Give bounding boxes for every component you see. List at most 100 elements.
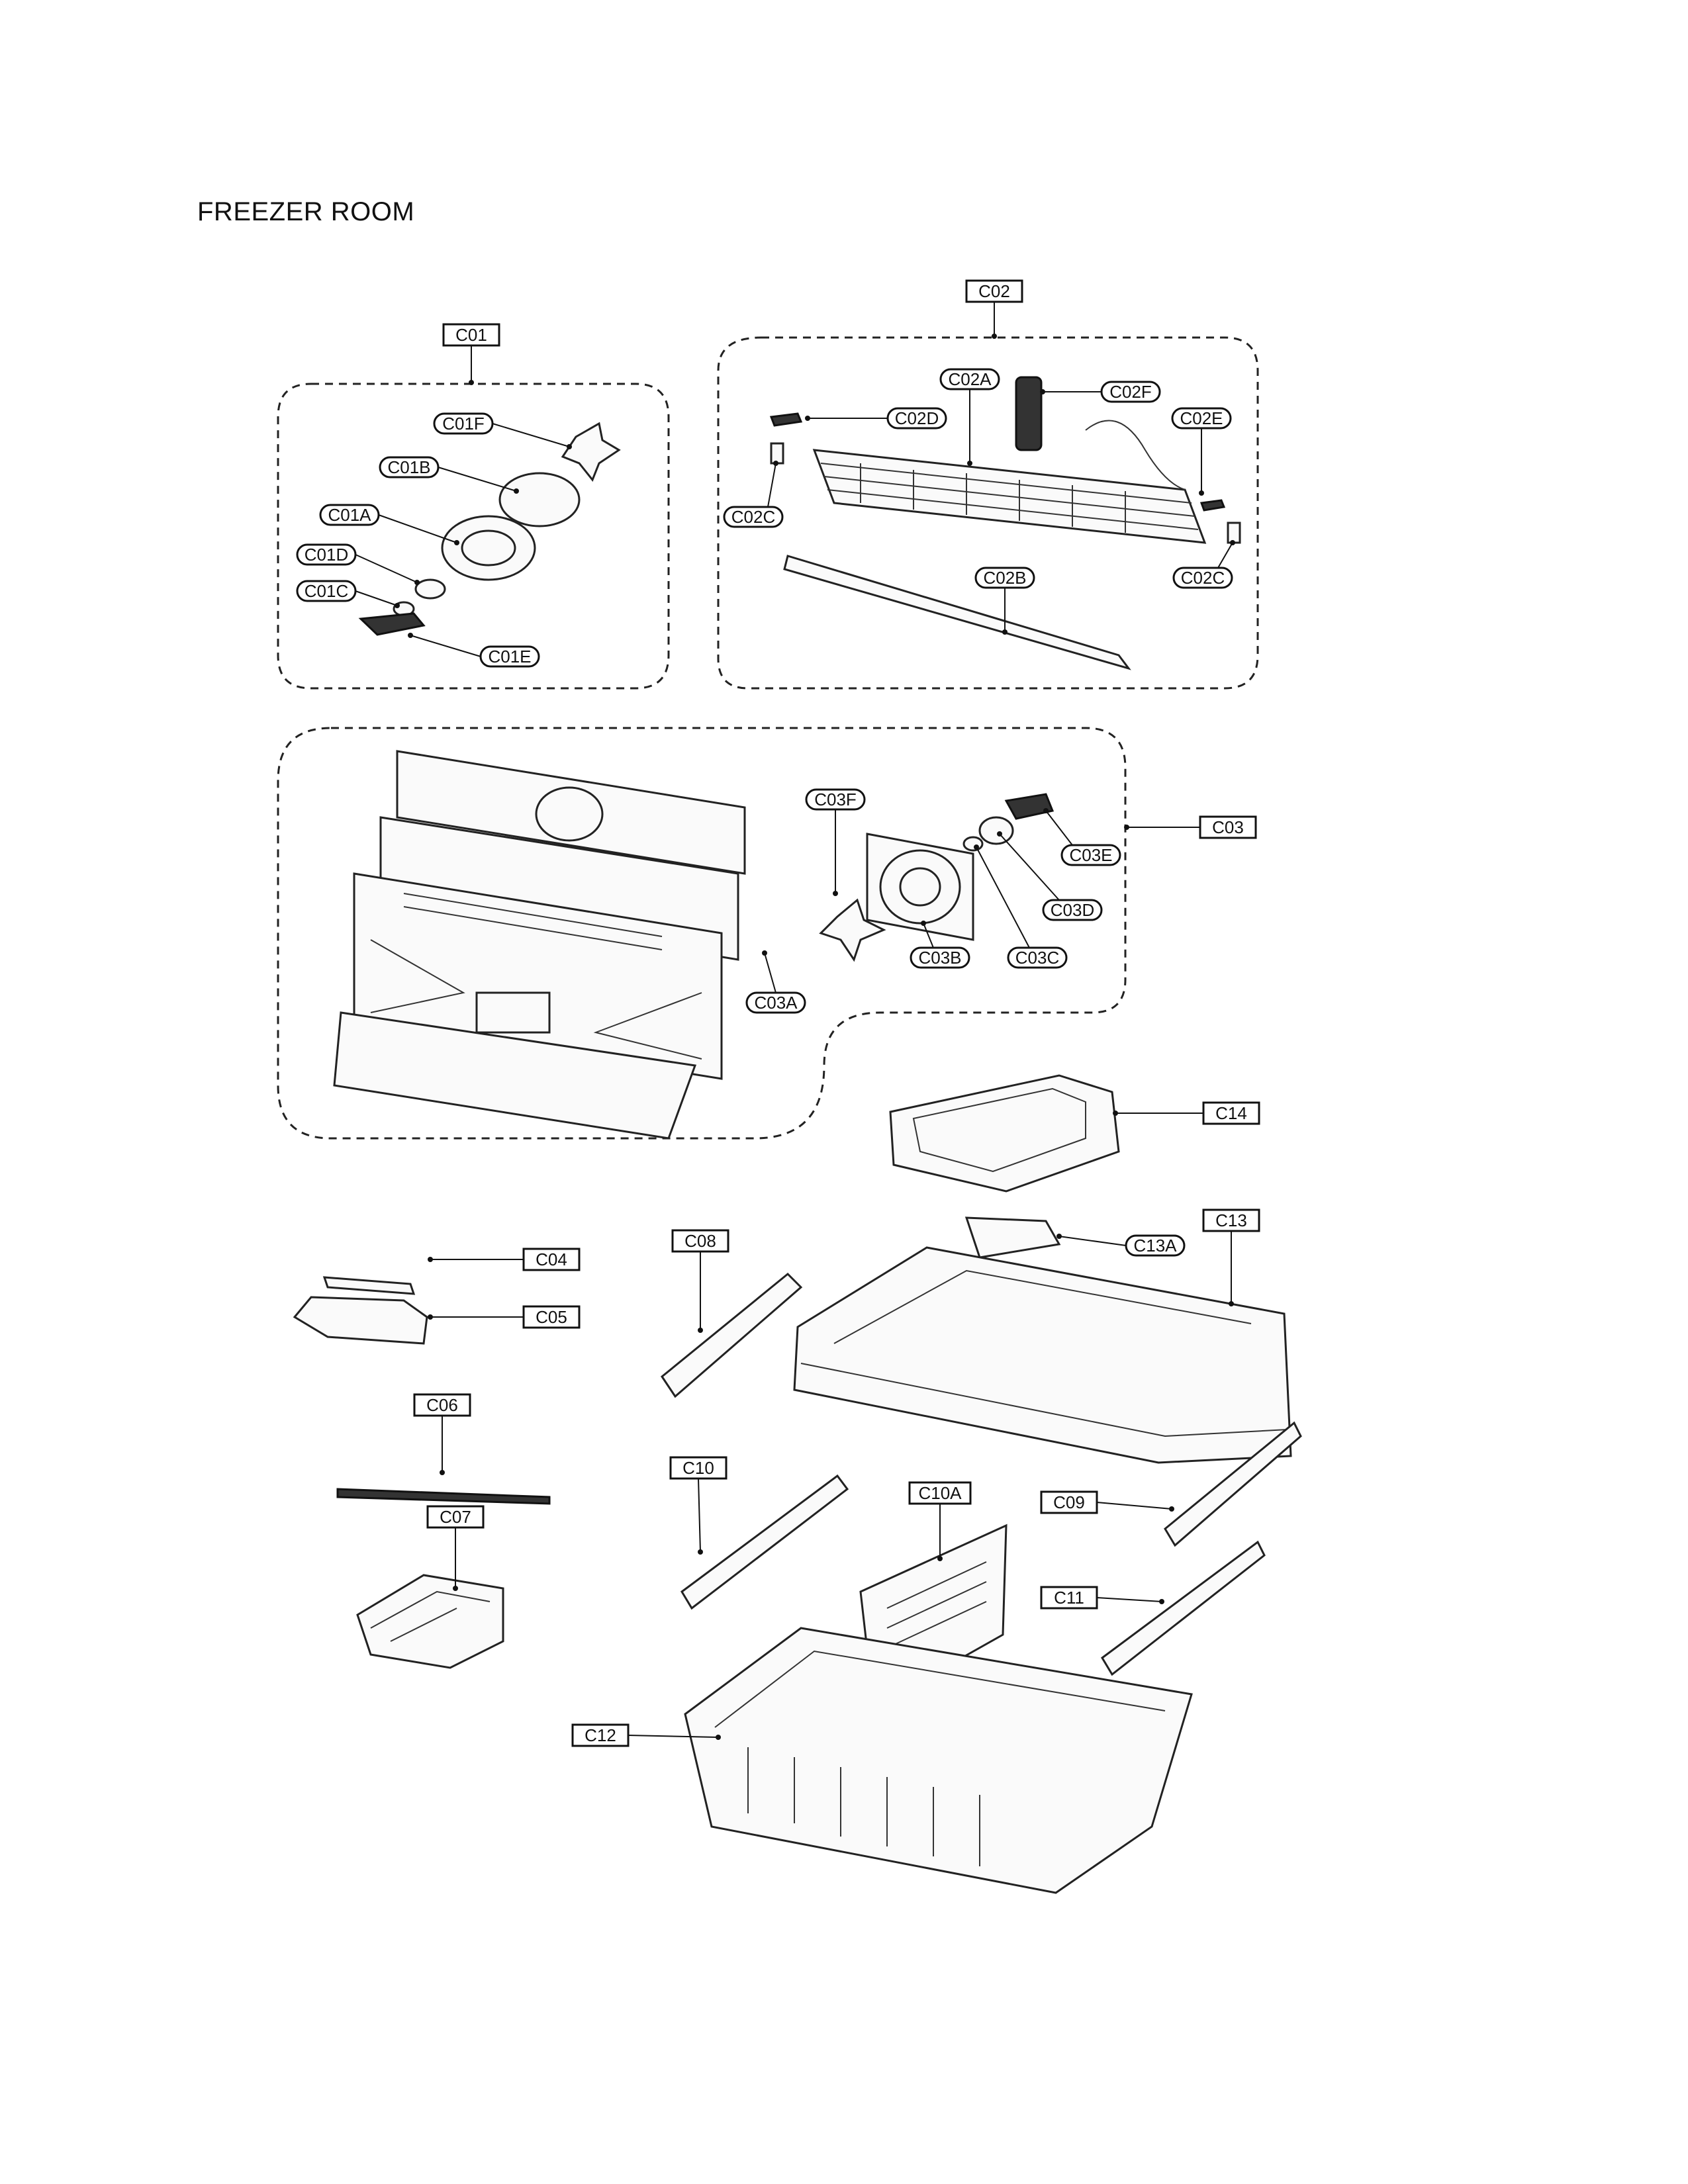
label-frame-c03d bbox=[1042, 899, 1103, 921]
leader-dot-c03d bbox=[997, 831, 1002, 837]
leader-dot-c04 bbox=[428, 1257, 433, 1262]
part-label-c01: C01 bbox=[455, 325, 487, 345]
leader-dot-c01a bbox=[454, 540, 459, 545]
leader-line-c01c bbox=[355, 590, 398, 606]
part-label-c02a: C02A bbox=[948, 369, 992, 389]
leader-dot-c11 bbox=[1159, 1599, 1164, 1604]
label-frame-c07 bbox=[426, 1505, 485, 1529]
label-frame-c03b bbox=[910, 946, 970, 969]
label-frame-c02a bbox=[939, 368, 1000, 390]
leader-dot-c02c_left bbox=[773, 461, 778, 466]
part-label-c11: C11 bbox=[1054, 1588, 1084, 1608]
leader-dot-c06 bbox=[440, 1470, 445, 1475]
leader-line-c03d bbox=[999, 833, 1060, 901]
part-label-c09: C09 bbox=[1053, 1492, 1085, 1512]
part-label-c02f: C02F bbox=[1109, 382, 1152, 402]
leader-dot-c07 bbox=[453, 1586, 458, 1591]
leader-dot-c01 bbox=[469, 380, 474, 385]
label-frame-c01f bbox=[433, 412, 494, 435]
leader-dot-c02 bbox=[992, 334, 997, 339]
c01-group-outline bbox=[277, 383, 670, 690]
part-label-c03a: C03A bbox=[754, 993, 798, 1013]
part-label-c01f: C01F bbox=[442, 414, 485, 433]
leader-dot-c03a bbox=[762, 950, 767, 956]
part-label-c02b: C02B bbox=[983, 568, 1026, 588]
part-label-c01c: C01C bbox=[305, 581, 348, 601]
label-frame-c09 bbox=[1040, 1490, 1098, 1514]
label-frame-c12 bbox=[571, 1723, 630, 1747]
label-frame-c01d bbox=[296, 543, 357, 566]
part-label-c03f: C03F bbox=[814, 790, 857, 809]
leader-line-c02c_left bbox=[767, 463, 776, 508]
leader-dot-c09 bbox=[1169, 1506, 1174, 1512]
label-frame-c11 bbox=[1040, 1586, 1098, 1610]
label-frame-c02d bbox=[886, 407, 947, 430]
leader-dot-c03e bbox=[1043, 808, 1049, 813]
leader-line-c03c bbox=[976, 846, 1030, 948]
leader-dot-c01f bbox=[567, 444, 572, 449]
part-label-c10: C10 bbox=[682, 1458, 714, 1478]
part-label-c01a: C01A bbox=[328, 505, 371, 525]
leader-dot-c10a bbox=[937, 1556, 943, 1561]
page-title: FREEZER ROOM bbox=[197, 197, 415, 226]
part-label-c04: C04 bbox=[536, 1250, 567, 1269]
part-label-c02c_right: C02C bbox=[1181, 568, 1225, 588]
leader-line-c01b bbox=[438, 467, 517, 492]
part-label-c01d: C01D bbox=[305, 545, 348, 565]
leader-line-c01d bbox=[355, 554, 418, 583]
leader-dot-c02f bbox=[1040, 389, 1045, 394]
leader-line-c02c_right bbox=[1217, 542, 1233, 569]
part-label-c03b: C03B bbox=[918, 948, 961, 968]
leader-line-c13a bbox=[1058, 1236, 1127, 1246]
label-frame-c02 bbox=[965, 279, 1023, 303]
c02-evaporator-drawing bbox=[769, 376, 1241, 670]
part-label-c03: C03 bbox=[1212, 817, 1244, 837]
label-frame-c01 bbox=[442, 323, 500, 347]
leader-dot-c02a bbox=[967, 461, 972, 466]
label-frame-c02e bbox=[1171, 407, 1232, 430]
leader-dot-c08 bbox=[698, 1328, 703, 1333]
c02-group-outline bbox=[717, 336, 1259, 690]
part-label-c01e: C01E bbox=[488, 647, 531, 666]
leader-dot-c05 bbox=[428, 1314, 433, 1320]
leader-dot-c01b bbox=[514, 488, 519, 494]
leader-dot-c02d bbox=[805, 416, 810, 421]
part-label-c03c: C03C bbox=[1015, 948, 1059, 968]
label-frame-c05 bbox=[522, 1305, 581, 1329]
label-frame-c01a bbox=[319, 504, 380, 526]
part-label-c05: C05 bbox=[536, 1307, 567, 1327]
part-label-c02c_left: C02C bbox=[731, 507, 775, 527]
part-label-c03d: C03D bbox=[1051, 900, 1094, 920]
label-frame-c03e bbox=[1060, 844, 1121, 866]
label-frame-c03f bbox=[805, 788, 866, 811]
label-frame-c01c bbox=[296, 580, 357, 602]
label-frame-c03a bbox=[745, 991, 806, 1014]
part-label-c07: C07 bbox=[440, 1507, 471, 1527]
lower-parts-drawing bbox=[293, 1074, 1302, 1894]
part-label-c02: C02 bbox=[978, 281, 1010, 301]
leader-dot-c03b bbox=[921, 921, 926, 926]
part-label-c08: C08 bbox=[684, 1231, 716, 1251]
leader-line-c11 bbox=[1096, 1597, 1162, 1602]
label-frame-c03 bbox=[1199, 815, 1257, 839]
label-frame-c10a bbox=[908, 1481, 972, 1505]
leader-line-c12 bbox=[628, 1735, 719, 1738]
leader-line-c10 bbox=[698, 1478, 701, 1553]
leader-dot-c10 bbox=[698, 1549, 703, 1555]
part-label-c06: C06 bbox=[426, 1395, 458, 1415]
label-frame-c01e bbox=[479, 645, 540, 668]
c03-fan-housing-drawing bbox=[333, 750, 1055, 1140]
label-frame-c01b bbox=[379, 456, 440, 478]
part-label-c02e: C02E bbox=[1180, 408, 1223, 428]
part-label-c14: C14 bbox=[1215, 1103, 1247, 1123]
leader-line-c01e bbox=[410, 635, 481, 657]
c03-group-outline bbox=[277, 727, 1127, 1140]
leader-dot-c02c_right bbox=[1230, 540, 1235, 545]
label-frame-c10 bbox=[669, 1456, 727, 1480]
leader-dot-c03 bbox=[1124, 825, 1129, 830]
leader-dot-c14 bbox=[1113, 1111, 1118, 1116]
leader-dot-c01e bbox=[408, 633, 413, 638]
part-label-c12: C12 bbox=[585, 1725, 616, 1745]
leader-dot-c03c bbox=[974, 844, 979, 850]
